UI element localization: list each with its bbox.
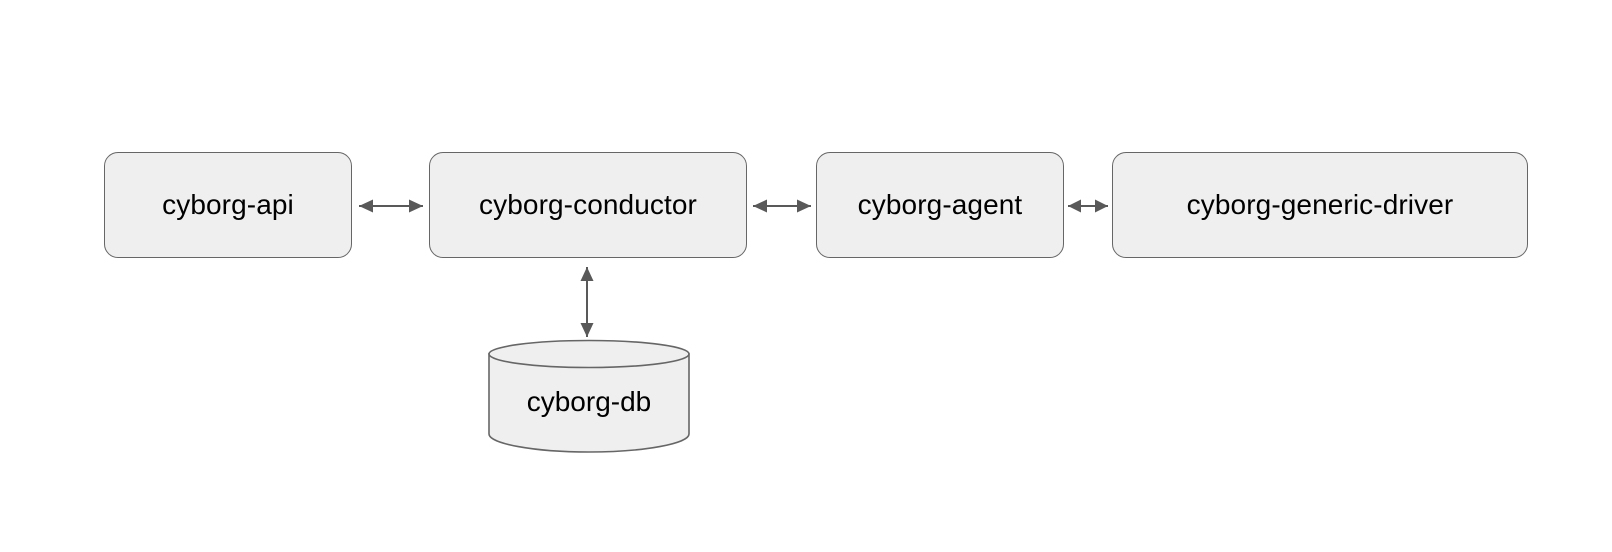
edge-conductor-agent — [753, 199, 811, 213]
node-cyborg-conductor[interactable]: cyborg-conductor — [429, 152, 747, 258]
node-label-cyborg-db: cyborg-db — [526, 386, 652, 417]
node-label-cyborg-api: cyborg-api — [162, 189, 294, 220]
database-cylinder-icon — [488, 339, 690, 453]
edge-api-conductor — [359, 199, 423, 213]
node-cyborg-generic-driver[interactable]: cyborg-generic-driver — [1112, 152, 1528, 258]
node-cyborg-db[interactable]: cyborg-db — [486, 338, 692, 456]
node-label-cyborg-agent: cyborg-agent — [857, 189, 1023, 220]
edge-agent-driver — [1068, 199, 1108, 213]
node-label-cyborg-generic-driver: cyborg-generic-driver — [1186, 189, 1454, 220]
node-label-cyborg-conductor: cyborg-conductor — [479, 189, 697, 220]
node-cyborg-api[interactable]: cyborg-api — [104, 152, 352, 258]
edge-conductor-db — [580, 267, 594, 337]
node-cyborg-agent[interactable]: cyborg-agent — [816, 152, 1064, 258]
